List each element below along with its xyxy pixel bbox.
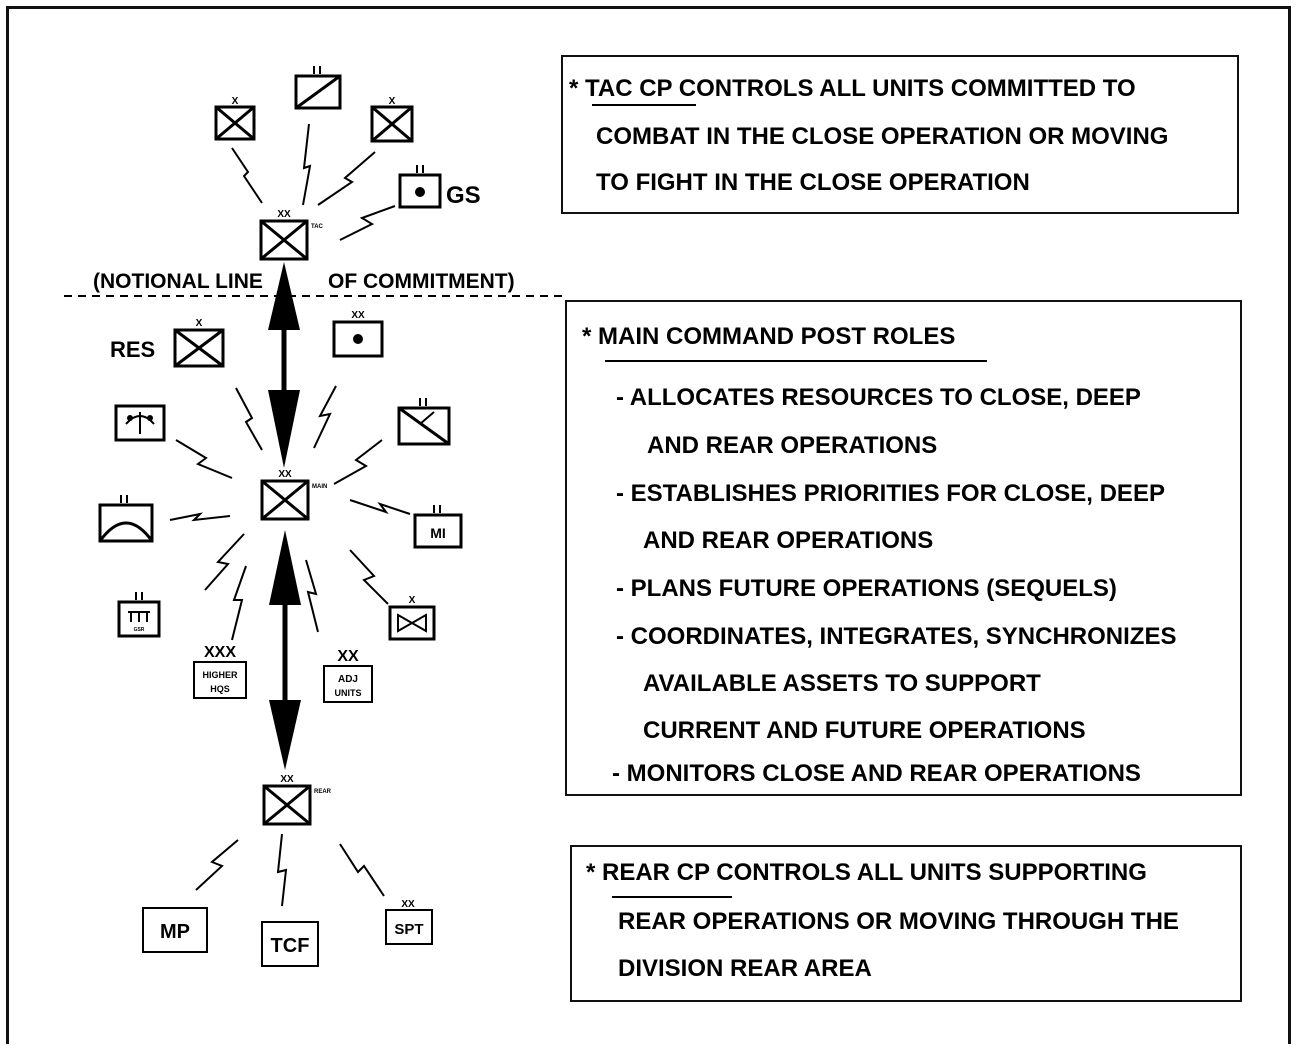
higher-hqs-label-2: HQS bbox=[210, 684, 230, 694]
notional-line-label-left: (NOTIONAL LINE bbox=[93, 270, 263, 293]
mi-symbol: MI bbox=[413, 505, 463, 549]
higher-hqs-echelon: XXX bbox=[204, 644, 236, 661]
chemical-echelon: X bbox=[409, 595, 416, 606]
main-box-line-8: AVAILABLE ASSETS TO SUPPORT bbox=[643, 670, 1041, 697]
tac-box-line-1: * TAC CP CONTROLS ALL UNITS COMMITTED TO bbox=[569, 75, 1136, 102]
tcf-label: TCF bbox=[271, 935, 310, 957]
upper-right-brigade-symbol: X bbox=[370, 96, 414, 143]
spt-echelon: XX bbox=[401, 899, 415, 910]
adj-units-label-2: UNITS bbox=[335, 688, 362, 698]
mp-label: MP bbox=[160, 921, 190, 943]
comm-link-lower-spt bbox=[339, 843, 385, 897]
comm-link-upper-top bbox=[302, 123, 312, 206]
mi-label: MI bbox=[430, 525, 446, 541]
rear-cp-echelon: XX bbox=[280, 774, 294, 785]
main-box-line-9: CURRENT AND FUTURE OPERATIONS bbox=[643, 717, 1086, 744]
comm-link-middle-airdef bbox=[169, 512, 231, 522]
main-box-line-4: - ESTABLISHES PRIORITIES FOR CLOSE, DEEP bbox=[616, 480, 1165, 507]
comm-link-middle-chem bbox=[349, 549, 389, 605]
comm-link-upper-gs bbox=[339, 205, 396, 241]
tac-cp-echelon: XX bbox=[277, 209, 291, 220]
top-cavalry-symbol bbox=[294, 66, 342, 110]
rear-box-line-1: * REAR CP CONTROLS ALL UNITS SUPPORTING bbox=[586, 859, 1147, 886]
main-underline bbox=[605, 360, 987, 362]
comm-link-middle-gsr bbox=[204, 533, 245, 591]
spt-unit-symbol: XX SPT bbox=[385, 899, 433, 945]
rear-cp-symbol: XX REAR bbox=[262, 774, 332, 826]
main-cp-echelon: XX bbox=[278, 469, 292, 480]
main-box-line-1: * MAIN COMMAND POST ROLES bbox=[582, 323, 956, 350]
gs-label: GS bbox=[446, 182, 481, 209]
comm-link-middle-res bbox=[235, 387, 263, 451]
tac-box-line-2: COMBAT IN THE CLOSE OPERATION OR MOVING bbox=[596, 123, 1169, 150]
rear-box-line-2: REAR OPERATIONS OR MOVING THROUGH THE bbox=[618, 908, 1179, 935]
tac-box-line-3: TO FIGHT IN THE CLOSE OPERATION bbox=[596, 169, 1030, 196]
mp-unit-symbol: MP bbox=[142, 907, 208, 953]
comm-link-middle-higher bbox=[231, 565, 247, 641]
main-cp-description-box: * MAIN COMMAND POST ROLES - ALLOCATES RE… bbox=[565, 300, 1242, 796]
main-box-line-7: - COORDINATES, INTEGRATES, SYNCHRONIZES bbox=[616, 623, 1177, 650]
tac-underline bbox=[592, 104, 696, 106]
higher-hqs-symbol: XXX HIGHER HQS bbox=[193, 644, 247, 699]
tcf-unit-symbol: TCF bbox=[261, 921, 319, 967]
comm-link-middle-artillery bbox=[313, 385, 337, 449]
rear-underline bbox=[612, 896, 732, 898]
main-box-line-6: - PLANS FUTURE OPERATIONS (SEQUELS) bbox=[616, 575, 1117, 602]
reserve-brigade-symbol: RES X bbox=[110, 318, 225, 368]
spt-label: SPT bbox=[394, 921, 423, 938]
air-defense-symbol bbox=[98, 495, 154, 543]
adj-units-label-1: ADJ bbox=[338, 674, 358, 685]
tac-main-link-arrow bbox=[268, 262, 300, 468]
adj-units-echelon: XX bbox=[337, 648, 359, 665]
upper-right-brigade-echelon: X bbox=[389, 96, 396, 107]
upper-left-brigade-symbol: X bbox=[214, 96, 256, 141]
gs-artillery-symbol: GS bbox=[398, 165, 481, 209]
comm-link-lower-tcf bbox=[276, 833, 288, 907]
comm-link-middle-aviation bbox=[333, 439, 383, 485]
main-box-line-2: - ALLOCATES RESOURCES TO CLOSE, DEEP bbox=[616, 384, 1141, 411]
res-echelon: X bbox=[196, 318, 203, 329]
main-box-line-10: - MONITORS CLOSE AND REAR OPERATIONS bbox=[612, 760, 1141, 787]
comm-link-lower-mp bbox=[195, 839, 239, 891]
notional-line-label-right: OF COMMITMENT) bbox=[328, 270, 515, 293]
main-box-line-3: AND REAR OPERATIONS bbox=[647, 432, 938, 459]
rear-cp-description-box: * REAR CP CONTROLS ALL UNITS SUPPORTING … bbox=[570, 845, 1242, 1002]
lower-comm-links bbox=[195, 833, 385, 907]
rear-box-line-3: DIVISION REAR AREA bbox=[618, 955, 872, 982]
rear-cp-tag: REAR bbox=[314, 789, 332, 795]
main-rear-link-arrow bbox=[269, 530, 301, 770]
signal-unit-symbol bbox=[114, 404, 166, 442]
division-artillery-symbol: XX bbox=[332, 310, 384, 358]
tac-cp-symbol: XX TAC bbox=[259, 209, 324, 261]
res-label: RES bbox=[110, 337, 155, 362]
chemical-unit-symbol: X bbox=[388, 595, 436, 641]
main-cp-symbol: XX MAIN bbox=[260, 469, 327, 521]
middle-comm-links bbox=[169, 385, 411, 641]
tac-cp-tag: TAC bbox=[311, 224, 324, 230]
attack-aviation-symbol bbox=[397, 398, 451, 446]
comm-link-middle-signal bbox=[175, 439, 233, 479]
tac-cp-description-box: * TAC CP CONTROLS ALL UNITS COMMITTED TO… bbox=[561, 55, 1239, 214]
upper-comm-links bbox=[231, 123, 396, 241]
div-artillery-echelon: XX bbox=[351, 310, 365, 321]
gsr-tag: GSR bbox=[134, 627, 145, 633]
figure-frame bbox=[6, 6, 1291, 1044]
main-cp-tag: MAIN bbox=[312, 484, 327, 490]
comm-link-middle-mi bbox=[349, 499, 411, 515]
comm-link-upper-right bbox=[317, 151, 376, 206]
comm-link-upper-left bbox=[231, 147, 263, 204]
adjacent-units-symbol: XX ADJ UNITS bbox=[323, 648, 373, 703]
upper-left-brigade-echelon: X bbox=[232, 96, 239, 107]
main-box-line-5: AND REAR OPERATIONS bbox=[643, 527, 934, 554]
comm-link-middle-adj bbox=[305, 559, 319, 633]
higher-hqs-label-1: HIGHER bbox=[202, 670, 238, 680]
gsr-symbol: GSR bbox=[117, 592, 161, 638]
